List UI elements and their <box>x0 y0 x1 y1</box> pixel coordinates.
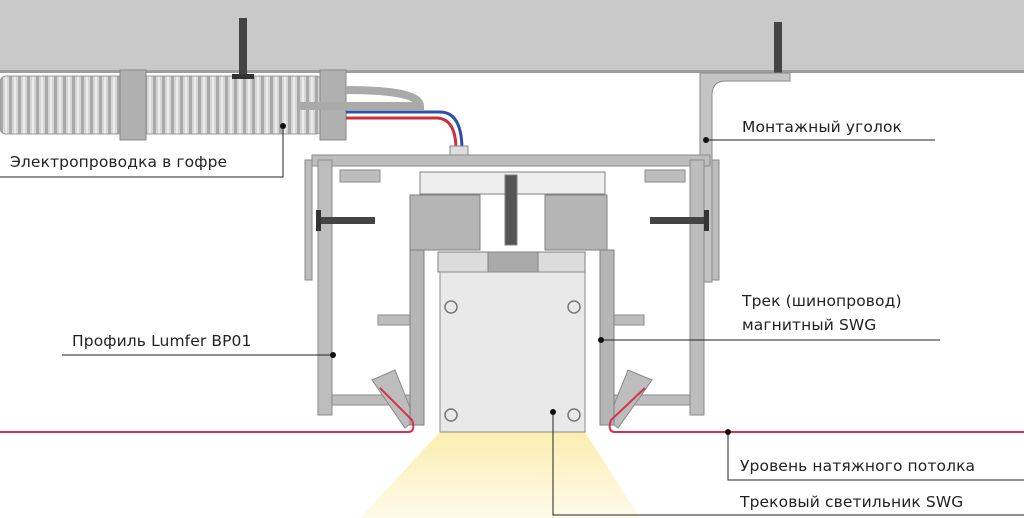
corrugated-pipe <box>0 69 425 141</box>
light-beam <box>360 432 640 518</box>
label-profile: Профиль Lumfer BP01 <box>72 332 252 350</box>
mounting-bracket <box>699 72 791 283</box>
track-luminaire <box>439 271 586 433</box>
magnetic-track <box>409 171 615 426</box>
screw-icon <box>316 210 375 231</box>
label-luminaire: Трековый светильник SWG <box>740 493 964 511</box>
wires <box>346 110 469 159</box>
screw-icon <box>650 210 709 231</box>
screw-icon <box>232 18 254 79</box>
label-track-line1: Трек (шинопровод) <box>742 292 902 310</box>
leader-dots <box>280 123 731 435</box>
leader-lines <box>0 126 1024 516</box>
label-track-line2: магнитный SWG <box>742 316 877 334</box>
concrete-slab <box>0 0 1024 72</box>
stretch-ceiling-line <box>0 387 1024 433</box>
label-bracket: Монтажный уголок <box>742 118 903 136</box>
label-ceiling-level: Уровень натяжного потолка <box>740 457 976 475</box>
label-wiring: Электропроводка в гофре <box>10 153 228 171</box>
